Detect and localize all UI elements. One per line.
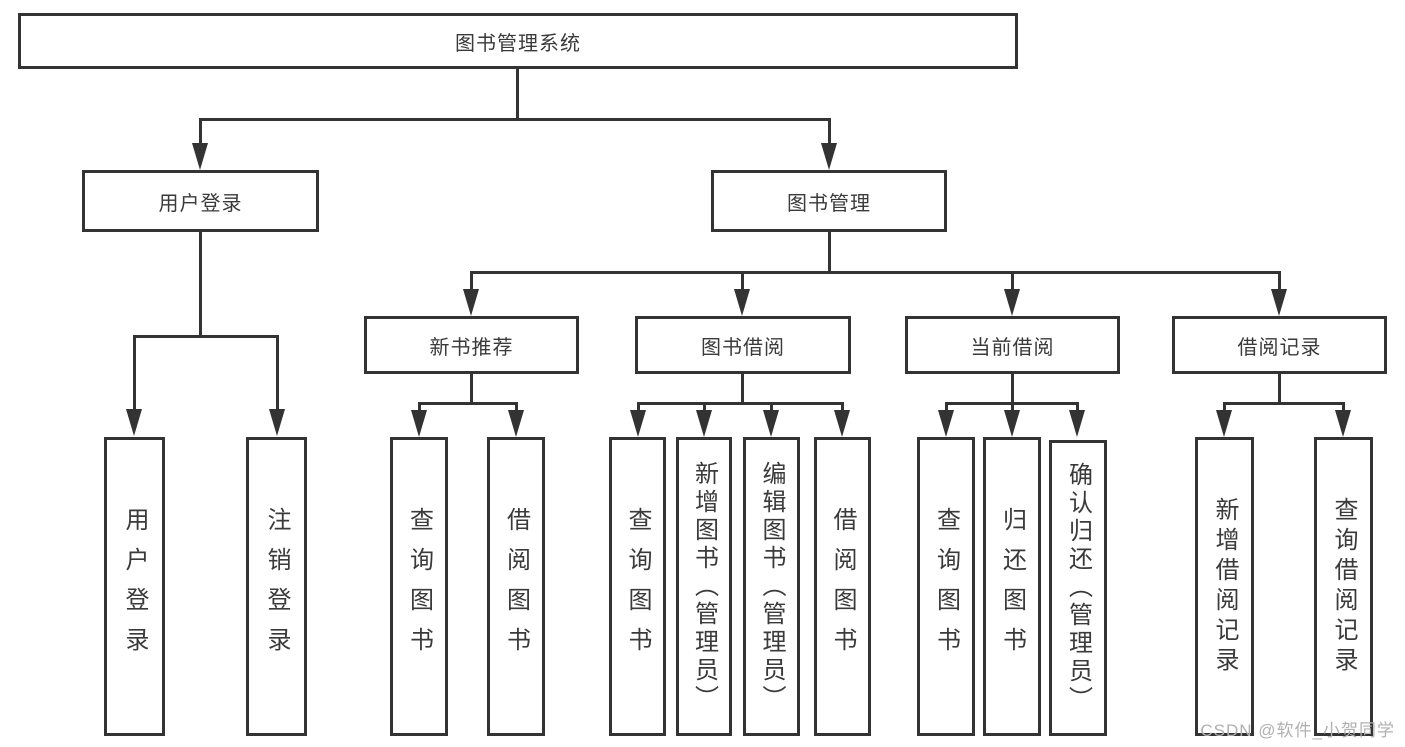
connector-drop — [945, 402, 948, 412]
connector-user-login-stem — [199, 232, 202, 335]
arrow-down-icon — [734, 289, 750, 316]
arrow-down-icon — [763, 410, 779, 437]
connector-book-borrowing-rail — [637, 402, 843, 405]
connector-drop — [515, 402, 518, 412]
arrow-down-icon — [834, 410, 850, 437]
connector-drop-user-login — [199, 118, 202, 144]
leaf-query-borrow-record: 查询借阅记录 — [1314, 437, 1373, 736]
connector-borrowing-records-stem — [1278, 374, 1281, 403]
connector-drop — [841, 402, 844, 412]
leaf-add-book-admin: 新增图书（管理员） — [676, 437, 732, 736]
arrow-down-icon — [938, 410, 954, 437]
leaf-query-books-under-current: 查询图书 — [917, 437, 975, 736]
connector-drop — [637, 402, 640, 412]
connector-drop-book-borrowing — [741, 271, 744, 291]
connector-current-borrowing-stem — [1011, 374, 1014, 403]
csdn-watermark: CSDN @软件_小贺同学 — [1200, 721, 1395, 740]
leaf-logout: 注销登录 — [246, 437, 307, 736]
arrow-down-icon — [1216, 410, 1232, 437]
node-book-borrowing: 图书借阅 — [635, 316, 851, 374]
leaf-user-login: 用户登录 — [104, 437, 165, 736]
connector-drop — [770, 402, 773, 412]
arrow-down-icon — [508, 410, 524, 437]
arrow-down-icon — [1335, 410, 1351, 437]
connector-drop-new-books — [470, 271, 473, 291]
connector-new-books-rail — [418, 402, 518, 405]
leaf-add-borrow-record: 新增借阅记录 — [1195, 437, 1254, 736]
node-user-login: 用户登录 — [82, 170, 319, 232]
connector-new-books-stem — [470, 374, 473, 403]
leaf-return-books: 归还图书 — [983, 437, 1041, 736]
node-library-management-system: 图书管理系统 — [18, 13, 1018, 69]
connector-drop-leaf-logout — [276, 335, 279, 411]
connector-book-management-stem — [828, 232, 831, 274]
leaf-confirm-return-admin: 确认归还（管理员） — [1049, 440, 1107, 736]
connector-drop — [1011, 402, 1014, 412]
leaf-edit-book-admin: 编辑图书（管理员） — [743, 437, 800, 736]
connector-root-stem — [516, 69, 519, 118]
node-borrowing-records: 借阅记录 — [1172, 316, 1387, 374]
connector-root-rail — [199, 118, 831, 121]
arrow-down-icon — [1271, 289, 1287, 316]
leaf-query-books-under-new-books: 查询图书 — [390, 437, 448, 736]
connector-user-login-rail — [133, 335, 279, 338]
connector-drop — [1223, 402, 1226, 412]
connector-drop — [1342, 402, 1345, 412]
connector-drop — [1076, 402, 1079, 412]
connector-drop-leaf-user-login — [133, 335, 136, 411]
arrow-down-icon — [1069, 410, 1085, 437]
connector-drop — [703, 402, 706, 412]
connector-book-management-rail — [470, 271, 1281, 274]
connector-drop — [418, 402, 421, 412]
arrow-down-icon — [696, 410, 712, 437]
node-current-borrowing: 当前借阅 — [905, 316, 1120, 374]
leaf-query-books-under-borrowing: 查询图书 — [609, 437, 666, 736]
arrow-down-icon — [192, 143, 208, 170]
connector-book-borrowing-stem — [741, 374, 744, 403]
arrow-down-icon — [1004, 289, 1020, 316]
leaf-borrow-books-under-borrowing: 借阅图书 — [814, 437, 871, 736]
arrow-down-icon — [411, 410, 427, 437]
arrow-down-icon — [126, 409, 142, 436]
arrow-down-icon — [1004, 410, 1020, 437]
connector-drop-book-management — [828, 118, 831, 144]
arrow-down-icon — [821, 143, 837, 170]
leaf-borrow-books-under-new-books: 借阅图书 — [487, 437, 545, 736]
node-new-book-recommendation: 新书推荐 — [364, 316, 579, 374]
arrow-down-icon — [463, 289, 479, 316]
arrow-down-icon — [630, 410, 646, 437]
connector-borrowing-records-rail — [1223, 402, 1344, 405]
arrow-down-icon — [269, 409, 285, 436]
connector-drop-borrowing-records — [1278, 271, 1281, 291]
connector-drop-current-borrowing — [1011, 271, 1014, 291]
node-book-management: 图书管理 — [711, 170, 947, 232]
